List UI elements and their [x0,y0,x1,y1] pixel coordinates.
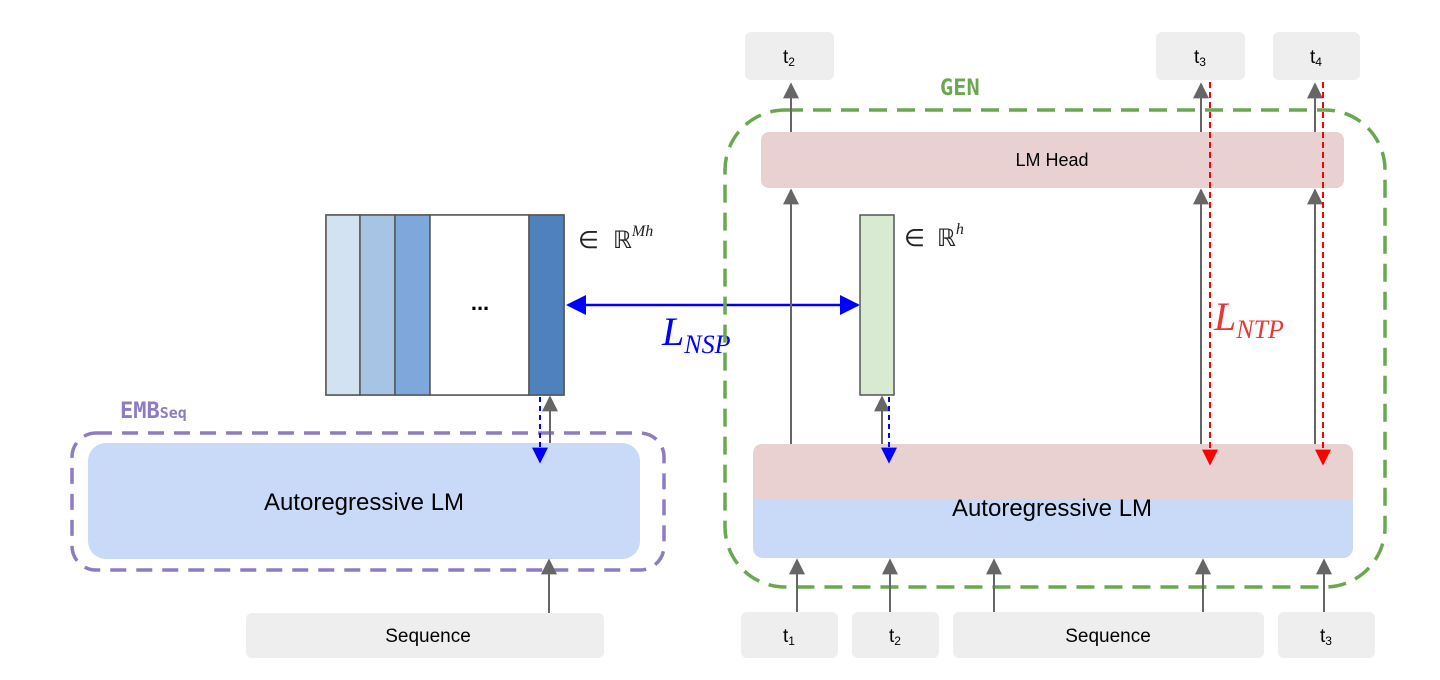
emb-column-3 [394,214,431,396]
gen-input-token: t1 [741,612,838,658]
svg-text:t1: t1 [783,626,795,648]
emb-title-main: EMB [120,399,160,424]
gen-module-boundary [723,108,1387,589]
nsp-loss-label: LNSP [661,309,731,359]
emb-column-1 [325,214,361,396]
gen-output-token: t3 [1156,32,1245,80]
gen-lm-label: Autoregressive LM [952,495,1152,522]
gen-module-title: GEN [940,76,980,101]
emb-title-sub: Seq [160,404,187,422]
hidden-space-annotation: ∈ ℝh [904,221,964,252]
lm-head-label: LM Head [1015,150,1088,170]
gen-input-sequence: Sequence [953,612,1264,658]
emb-module-boundary [70,431,666,572]
gen-output-token: t4 [1273,32,1360,80]
emb-column-empty [429,214,530,396]
emb-space-annotation: ∈ ℝMh [578,223,653,254]
embedding-matrix: ... [325,214,565,396]
svg-text:t3: t3 [1194,47,1206,69]
emb-module-title: EMBSeq [120,399,187,424]
emb-lm-label: Autoregressive LM [264,489,464,516]
emb-column-2 [359,214,396,396]
emb-ellipsis: ... [471,290,489,315]
emb-sequence-label: Sequence [385,626,471,647]
svg-text:t2: t2 [889,626,901,648]
emb-autoregressive-lm [88,443,640,559]
ntp-loss-label: LNTP [1213,294,1284,344]
svg-text:t3: t3 [1320,626,1332,648]
svg-text:t2: t2 [783,47,795,69]
svg-text:t4: t4 [1310,47,1322,69]
gen-output-token: t2 [745,32,834,80]
hidden-vector [859,214,895,396]
svg-text:Sequence: Sequence [1065,626,1151,647]
gen-input-token: t2 [852,612,939,658]
lm-head [761,132,1344,188]
emb-column-last [528,214,565,396]
gen-input-token: t3 [1278,612,1375,658]
emb-sequence-input [246,613,604,658]
